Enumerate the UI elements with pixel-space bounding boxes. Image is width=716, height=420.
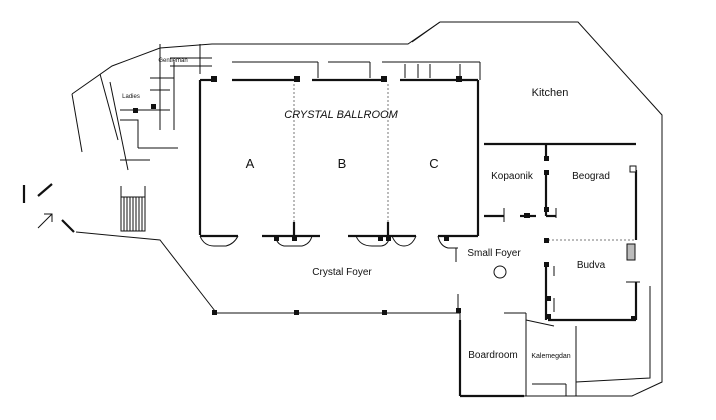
room-label-boardroom: Boardroom [468,350,517,361]
room-label-kopaonik: Kopaonik [491,171,534,182]
staircase [120,186,146,232]
restroom-label-ladies: Ladies [122,94,140,100]
room-labels: Kitchen Kopaonik Beograd Small Foyer Bud… [122,58,610,361]
room-label-kitchen: Kitchen [532,87,569,99]
ballroom-section-a: A [246,156,255,171]
room-label-kalemegdan: Kalemegdan [531,353,570,360]
restroom-area [99,44,212,171]
crystal-ballroom: CRYSTAL BALLROOM A B C [133,61,481,249]
ballroom-title: CRYSTAL BALLROOM [284,109,398,121]
room-label-crystal-foyer: Crystal Foyer [312,267,372,278]
room-label-budva: Budva [577,260,606,271]
entrance [22,183,75,233]
ballroom-section-b: B [338,156,347,171]
restroom-label-gentleman: Gentleman [158,58,187,64]
east-rooms [212,142,640,398]
building-outline [71,21,663,397]
entrance-arrow-icon [37,213,53,229]
ballroom-section-c: C [429,156,438,171]
room-label-small-foyer: Small Foyer [467,248,521,259]
room-label-beograd: Beograd [572,171,610,182]
